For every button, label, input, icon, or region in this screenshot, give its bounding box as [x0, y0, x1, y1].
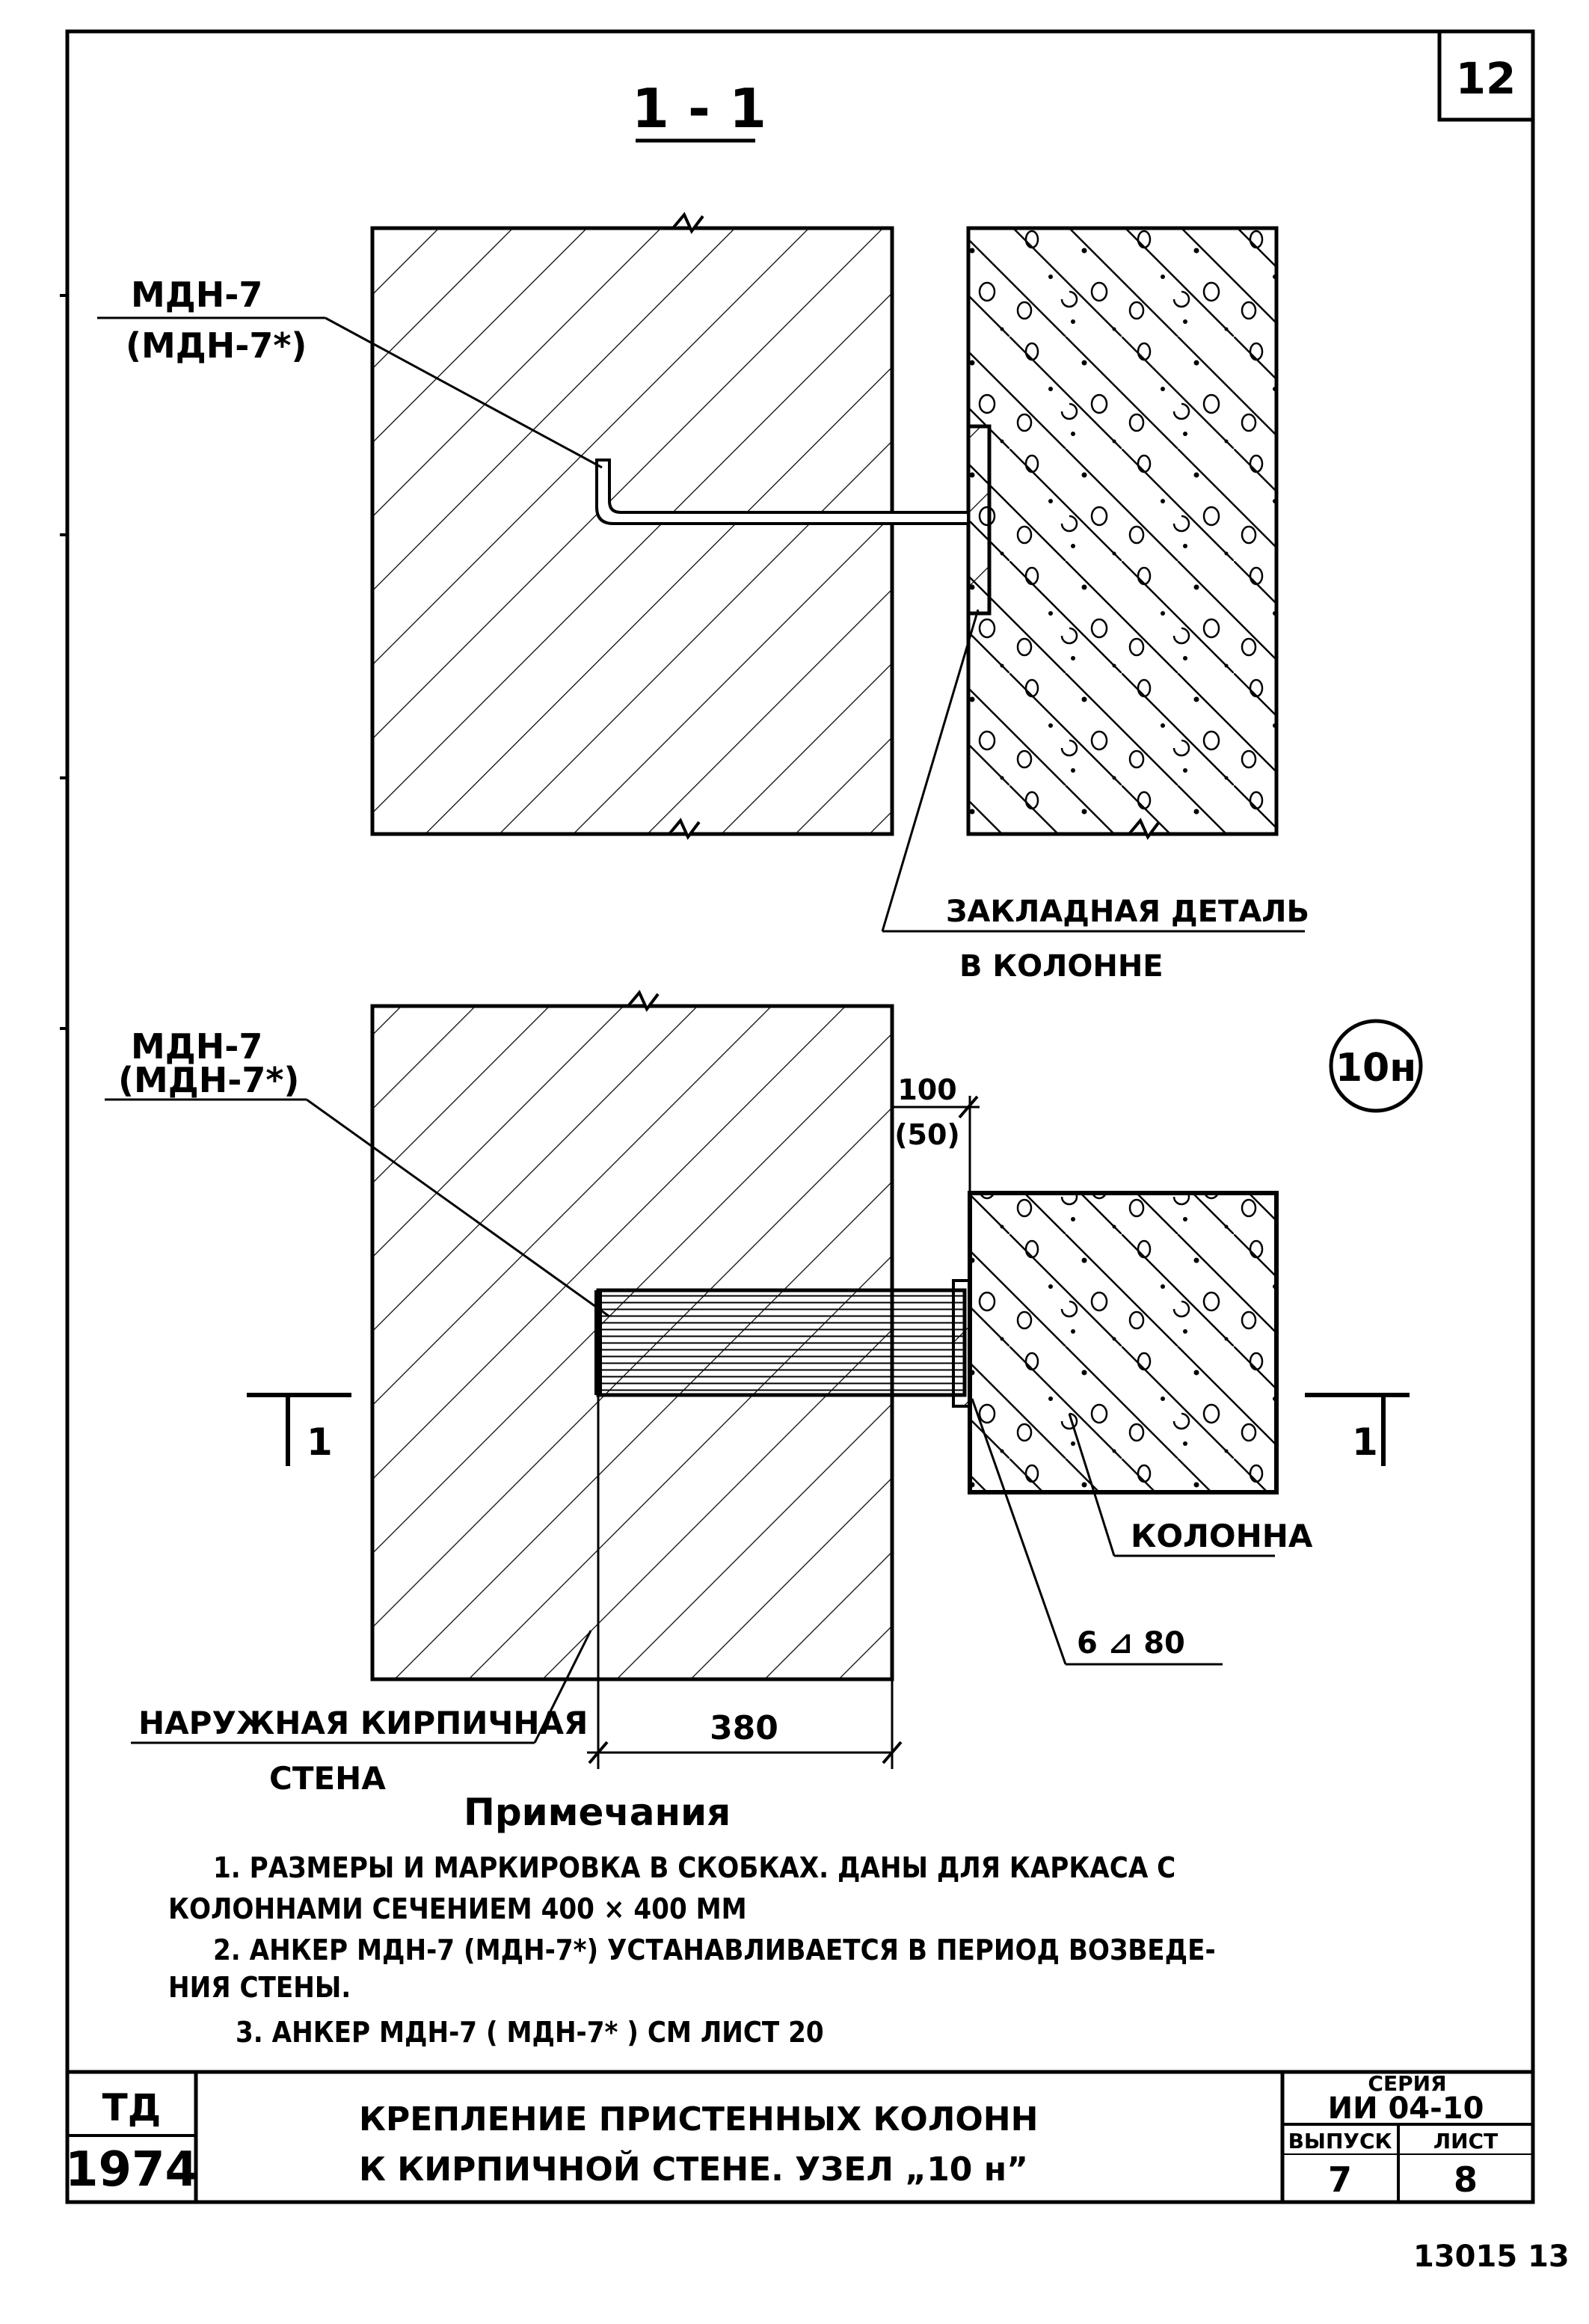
column-break-mark — [1128, 818, 1161, 840]
sheet-frame — [65, 29, 1535, 2204]
note-2: 2. АНКЕР МДН-7 (МДН-7*) УСТАНАВЛИВАЕТСЯ … — [213, 1934, 1216, 1966]
anchor-lower-label-alt: (МДН-7*) — [118, 1060, 299, 1100]
title-block-org: ТД — [102, 2086, 162, 2130]
sheet-value: 8 — [1454, 2159, 1478, 2200]
issue-label: ВЫПУСК — [1288, 2129, 1392, 2153]
dim-380-label: 380 — [710, 1709, 778, 1747]
note-2-cont: НИЯ СТЕНЫ. — [168, 1971, 351, 2004]
drawing-title-line2: К КИРПИЧНОЙ СТЕНЕ. УЗЕЛ „10 н” — [359, 2149, 1028, 2189]
series-value: ИИ 04-10 — [1328, 2091, 1484, 2126]
dim-50-label: (50) — [894, 1118, 960, 1151]
column-label: КОЛОННА — [1131, 1518, 1313, 1554]
sheet-number-text: 12 — [1456, 53, 1516, 104]
anchor-lower-label: МДН-7 — [131, 1026, 262, 1067]
section-mark-right-label: 1 — [1352, 1420, 1378, 1464]
issue-value: 7 — [1328, 2159, 1352, 2200]
weld-seam — [952, 1279, 971, 1408]
series-label: СЕРИЯ — [1368, 2071, 1446, 2096]
dim-100-label: 100 — [897, 1073, 956, 1106]
anchor-upper-label: МДН-7 — [131, 275, 262, 315]
brick-wall-section — [370, 226, 894, 836]
node-mark-label: 10н — [1336, 1046, 1416, 1091]
wall-break-mark-top — [671, 212, 704, 234]
embedded-plate — [966, 424, 992, 616]
anchor-plan — [596, 1288, 967, 1397]
node-mark-circle — [1329, 1019, 1423, 1113]
note-1-cont: КОЛОННАМИ СЕЧЕНИЕМ 400 × 400 ММ — [168, 1892, 747, 1925]
weld-label: 6 ⊿ 80 — [1077, 1626, 1185, 1661]
wall-plan-break-mark — [627, 990, 660, 1012]
anchor-rod-upper — [595, 459, 970, 525]
notes-title: Примечания — [464, 1791, 731, 1834]
column-section — [966, 226, 1279, 836]
section-mark-left-label: 1 — [307, 1420, 333, 1464]
leader-embedded-part — [881, 609, 980, 932]
sheet-label: ЛИСТ — [1433, 2129, 1498, 2153]
anchor-upper-label-alt: (МДН-7*) — [126, 325, 307, 366]
embedded-part-label-line2: В КОЛОННЕ — [959, 949, 1164, 984]
wall-label: НАРУЖНАЯ КИРПИЧНАЯ — [138, 1705, 588, 1741]
embedded-part-label: ЗАКЛАДНАЯ ДЕТАЛЬ — [946, 895, 1309, 929]
leader-weld — [971, 1398, 1067, 1665]
brick-wall-plan-lower — [372, 1395, 598, 1679]
wall-label-line2: СТЕНА — [269, 1760, 386, 1797]
section-title: 1 - 1 — [632, 77, 766, 140]
title-block-year: 1974 — [65, 2142, 198, 2198]
footer-code: 13015 13 — [1413, 2239, 1570, 2274]
sheet-number-box — [1437, 29, 1535, 122]
leader-wall — [533, 1630, 592, 1744]
note-1: 1. РАЗМЕРЫ И МАРКИРОВКА В СКОБКАХ. ДАНЫ … — [213, 1851, 1175, 1884]
leader-column — [1068, 1413, 1116, 1557]
wall-break-mark-bottom — [668, 818, 701, 840]
drawing-title-line1: КРЕПЛЕНИЕ ПРИСТЕННЫХ КОЛОНН — [359, 2100, 1038, 2138]
note-3: 3. АНКЕР МДН-7 ( МДН-7* ) СМ ЛИСТ 20 — [236, 2016, 824, 2049]
column-plan — [968, 1191, 1279, 1494]
